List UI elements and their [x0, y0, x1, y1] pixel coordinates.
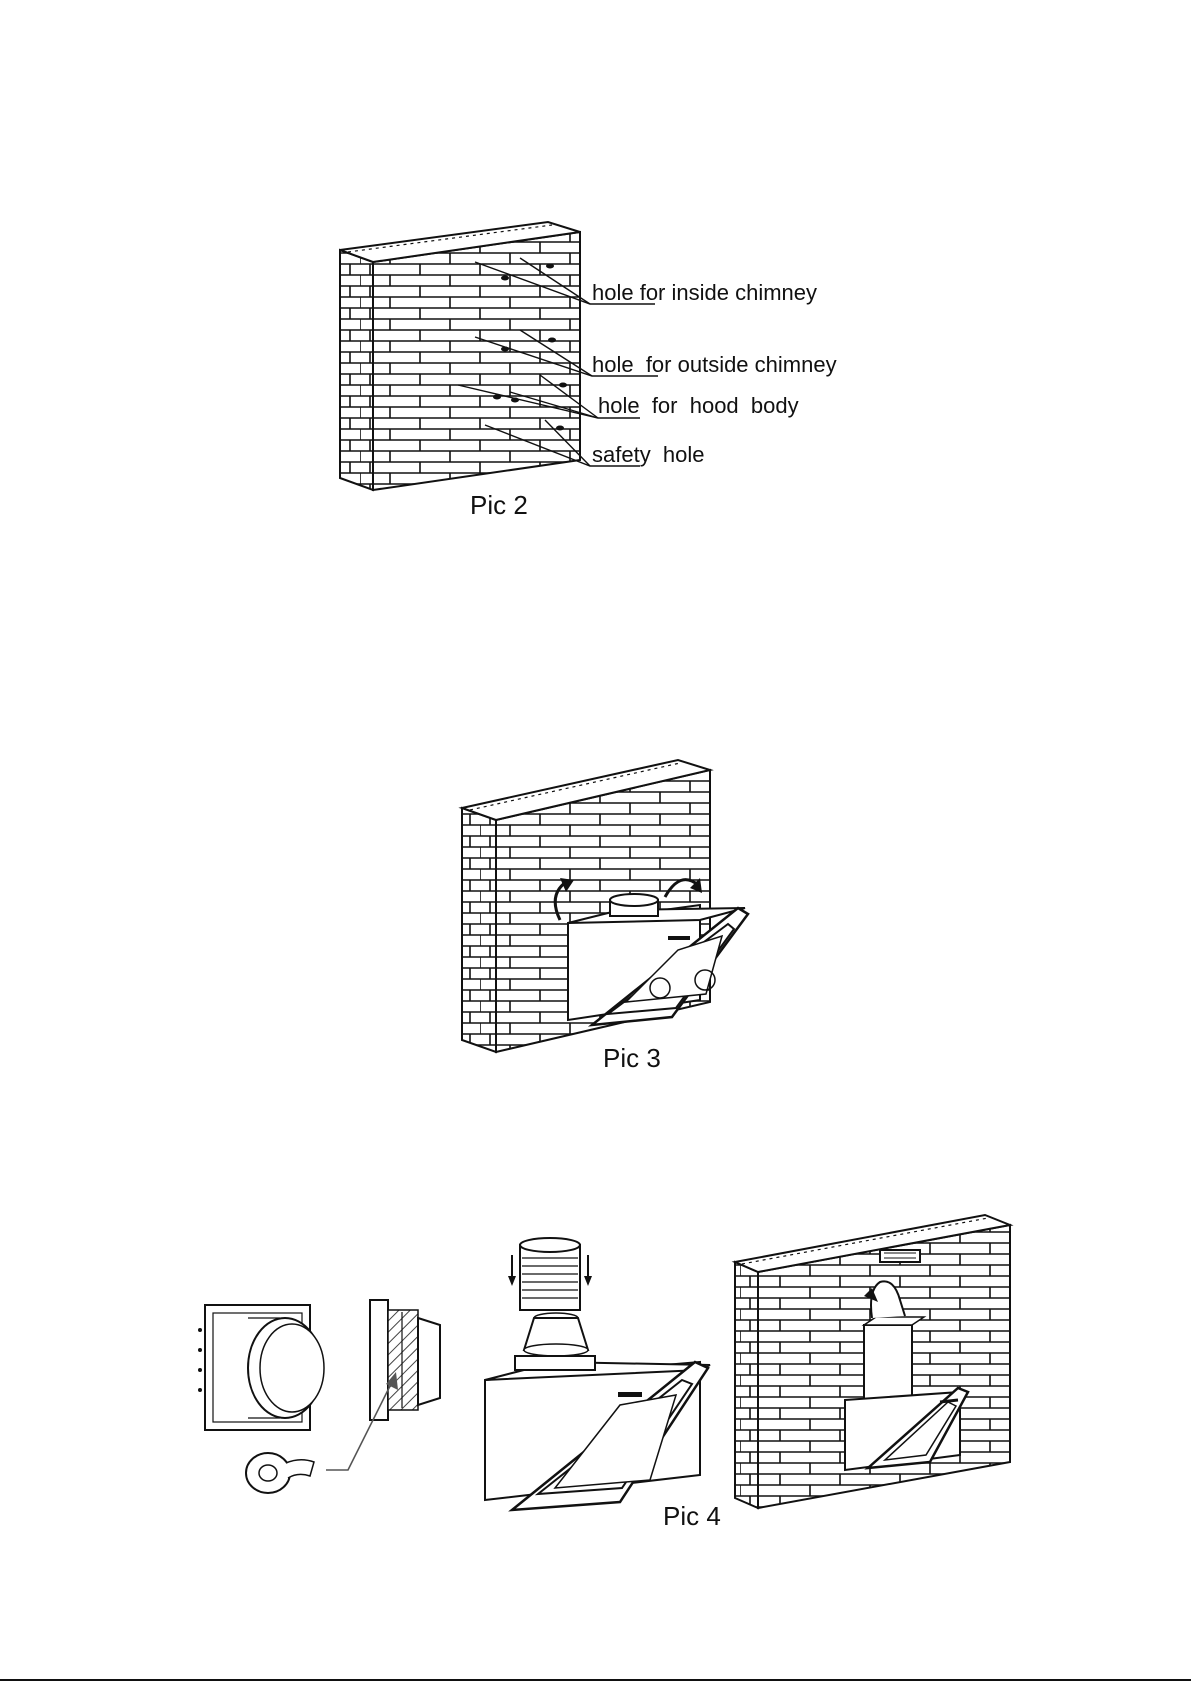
pic3-wall-side [462, 808, 496, 1052]
label-hole-inside-chimney: hole for inside chimney [592, 280, 817, 305]
pic4-wall-installed [735, 1215, 1010, 1508]
pic3-caption: Pic 3 [603, 1043, 661, 1073]
pic3-figure: Pic 3 [462, 760, 748, 1073]
pic4-caption: Pic 4 [663, 1501, 721, 1531]
pic4-wall-vent [198, 1305, 324, 1430]
label-hole-outside-chimney: hole for outside chimney [592, 352, 837, 377]
pic4-hood [485, 1356, 710, 1510]
pic4-tape-roll-icon [246, 1453, 314, 1493]
label-hole-hood-body: hole for hood body [598, 393, 799, 418]
pic4-duct-adaptor [370, 1300, 440, 1420]
pic4-flexible-duct [508, 1238, 592, 1356]
pic2-caption: Pic 2 [470, 490, 528, 520]
pic2-figure: hole for inside chimney hole for outside… [340, 222, 837, 520]
label-safety-hole: safety hole [592, 442, 705, 467]
pic4-figure: Pic 4 [198, 1215, 1010, 1531]
pic2-wall-side [340, 250, 373, 490]
footer-rule [0, 1679, 1191, 1681]
